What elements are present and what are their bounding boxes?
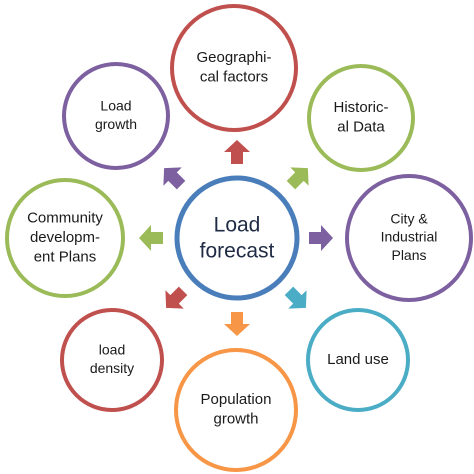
node-label-geographical-line-1: Geographi- — [196, 49, 271, 66]
node-label-population-line-2: growth — [213, 411, 258, 428]
node-label-load-growth-line-2: growth — [95, 116, 137, 132]
arrow-geographical — [224, 140, 250, 164]
node-land-use: Land use — [306, 308, 410, 412]
arrows-layer — [139, 140, 333, 336]
arrow-historical — [286, 167, 309, 190]
node-label-load-density-line-1: load — [99, 342, 125, 358]
node-circle-historical — [307, 64, 415, 172]
node-load-density: load density — [60, 308, 164, 412]
node-circle-city-industrial — [345, 174, 473, 302]
node-circle-load-density — [60, 308, 164, 412]
node-load-growth: Load growth — [62, 62, 170, 170]
arrow-city-industrial — [309, 225, 333, 251]
node-label-city-industrial-line-1: City & — [390, 211, 428, 227]
node-label-population-line-1: Population — [201, 391, 272, 408]
center-label-line-1: Load — [214, 214, 261, 237]
node-label-community-line-3: ent Plans — [34, 248, 97, 265]
node-circle-land-use — [306, 308, 410, 412]
node-label-load-density-line-2: density — [90, 360, 134, 376]
node-circle-population — [174, 348, 298, 472]
arrow-population — [224, 312, 250, 336]
node-label-community-line-1: Community — [27, 209, 103, 226]
arrow-load-growth — [163, 167, 186, 190]
node-community: Community developm-ent Plans — [5, 178, 125, 298]
node-label-historical-line-1: Historic- — [334, 99, 389, 116]
node-label-city-industrial-line-2: Industrial — [381, 229, 438, 245]
node-label-city-industrial-line-3: Plans — [391, 247, 426, 263]
node-label-community-line-2: developm- — [30, 229, 100, 246]
node-circle-community — [5, 178, 125, 298]
node-label-load-growth-line-1: Load — [100, 98, 131, 114]
node-label-historical-line-2: al Data — [337, 119, 385, 136]
node-label-geographical-line-2: cal factors — [200, 69, 268, 86]
node-geographical: Geographi-cal factors — [170, 4, 298, 132]
center-node: Load forecast — [174, 175, 300, 301]
node-population: Population growth — [174, 348, 298, 472]
arrow-community — [139, 225, 163, 251]
center-label-line-2: forecast — [200, 240, 275, 263]
node-historical: Historic-al Data — [307, 64, 415, 172]
center-circle — [174, 175, 300, 301]
arrow-load-density — [165, 286, 188, 309]
arrow-land-use — [284, 286, 307, 309]
node-circle-load-growth — [62, 62, 170, 170]
node-label-land-use-line-1: Land use — [327, 351, 389, 368]
node-circle-geographical — [170, 4, 298, 132]
